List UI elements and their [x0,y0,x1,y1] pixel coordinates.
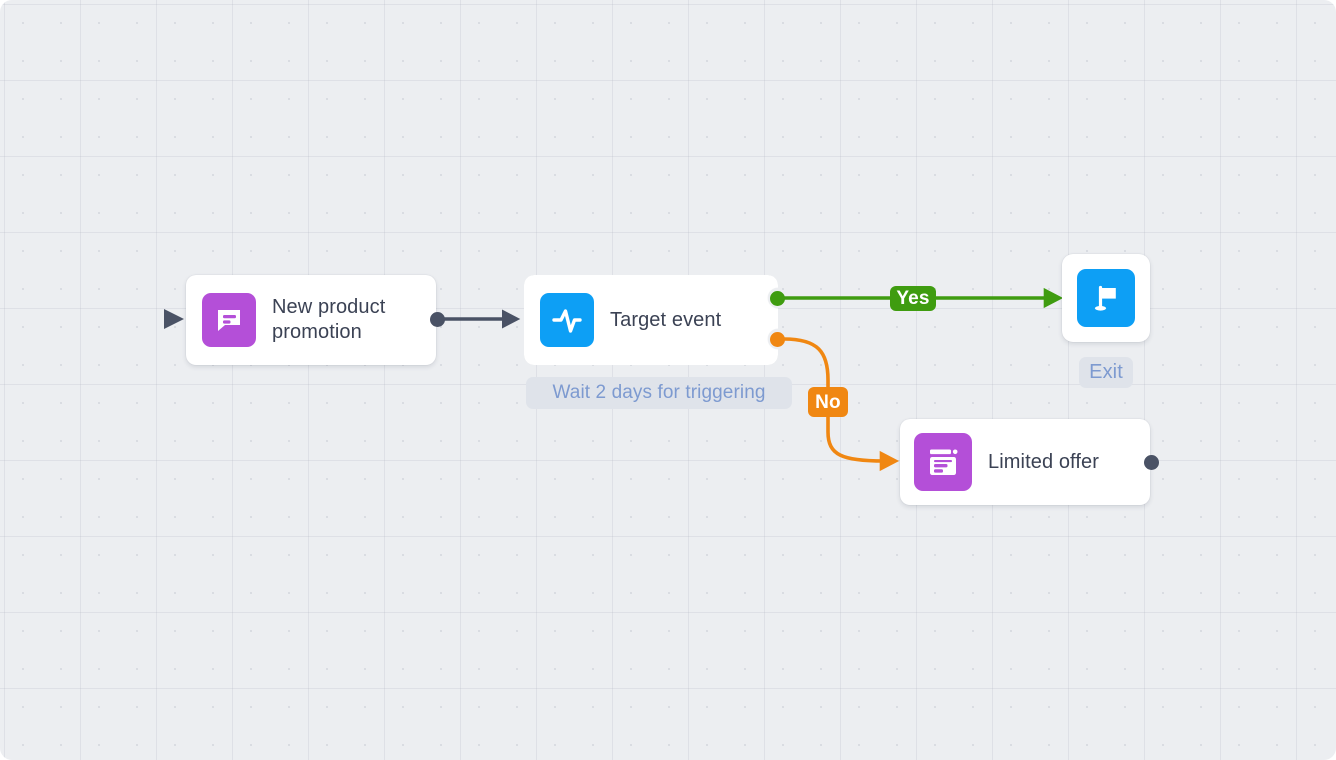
pulse-activity-icon [540,293,594,347]
flag-icon [1077,269,1135,327]
node-title: Limited offer [988,450,1099,473]
edge-entry-dashed [16,309,184,329]
node-new-product-promotion[interactable]: New product promotion [186,275,436,365]
node-title: Target event [610,308,722,331]
branch-badge-no[interactable]: No [808,387,848,417]
node-title: New product promotion [272,296,386,343]
connector-dot-target-yes[interactable] [770,291,785,306]
connector-dot-promotion-out[interactable] [430,312,445,327]
exit-caption-label: Exit [1079,357,1133,388]
node-target-event[interactable]: Target event [524,275,778,365]
message-bubble-icon [202,293,256,347]
connector-dot-offer-out[interactable] [1144,455,1159,470]
wait-condition-label[interactable]: Wait 2 days for triggering [526,377,792,409]
branch-badge-yes[interactable]: Yes [890,286,936,311]
node-limited-offer[interactable]: Limited offer [900,419,1150,505]
connector-dot-target-no[interactable] [770,332,785,347]
popup-window-icon [914,433,972,491]
node-exit[interactable] [1062,254,1150,342]
